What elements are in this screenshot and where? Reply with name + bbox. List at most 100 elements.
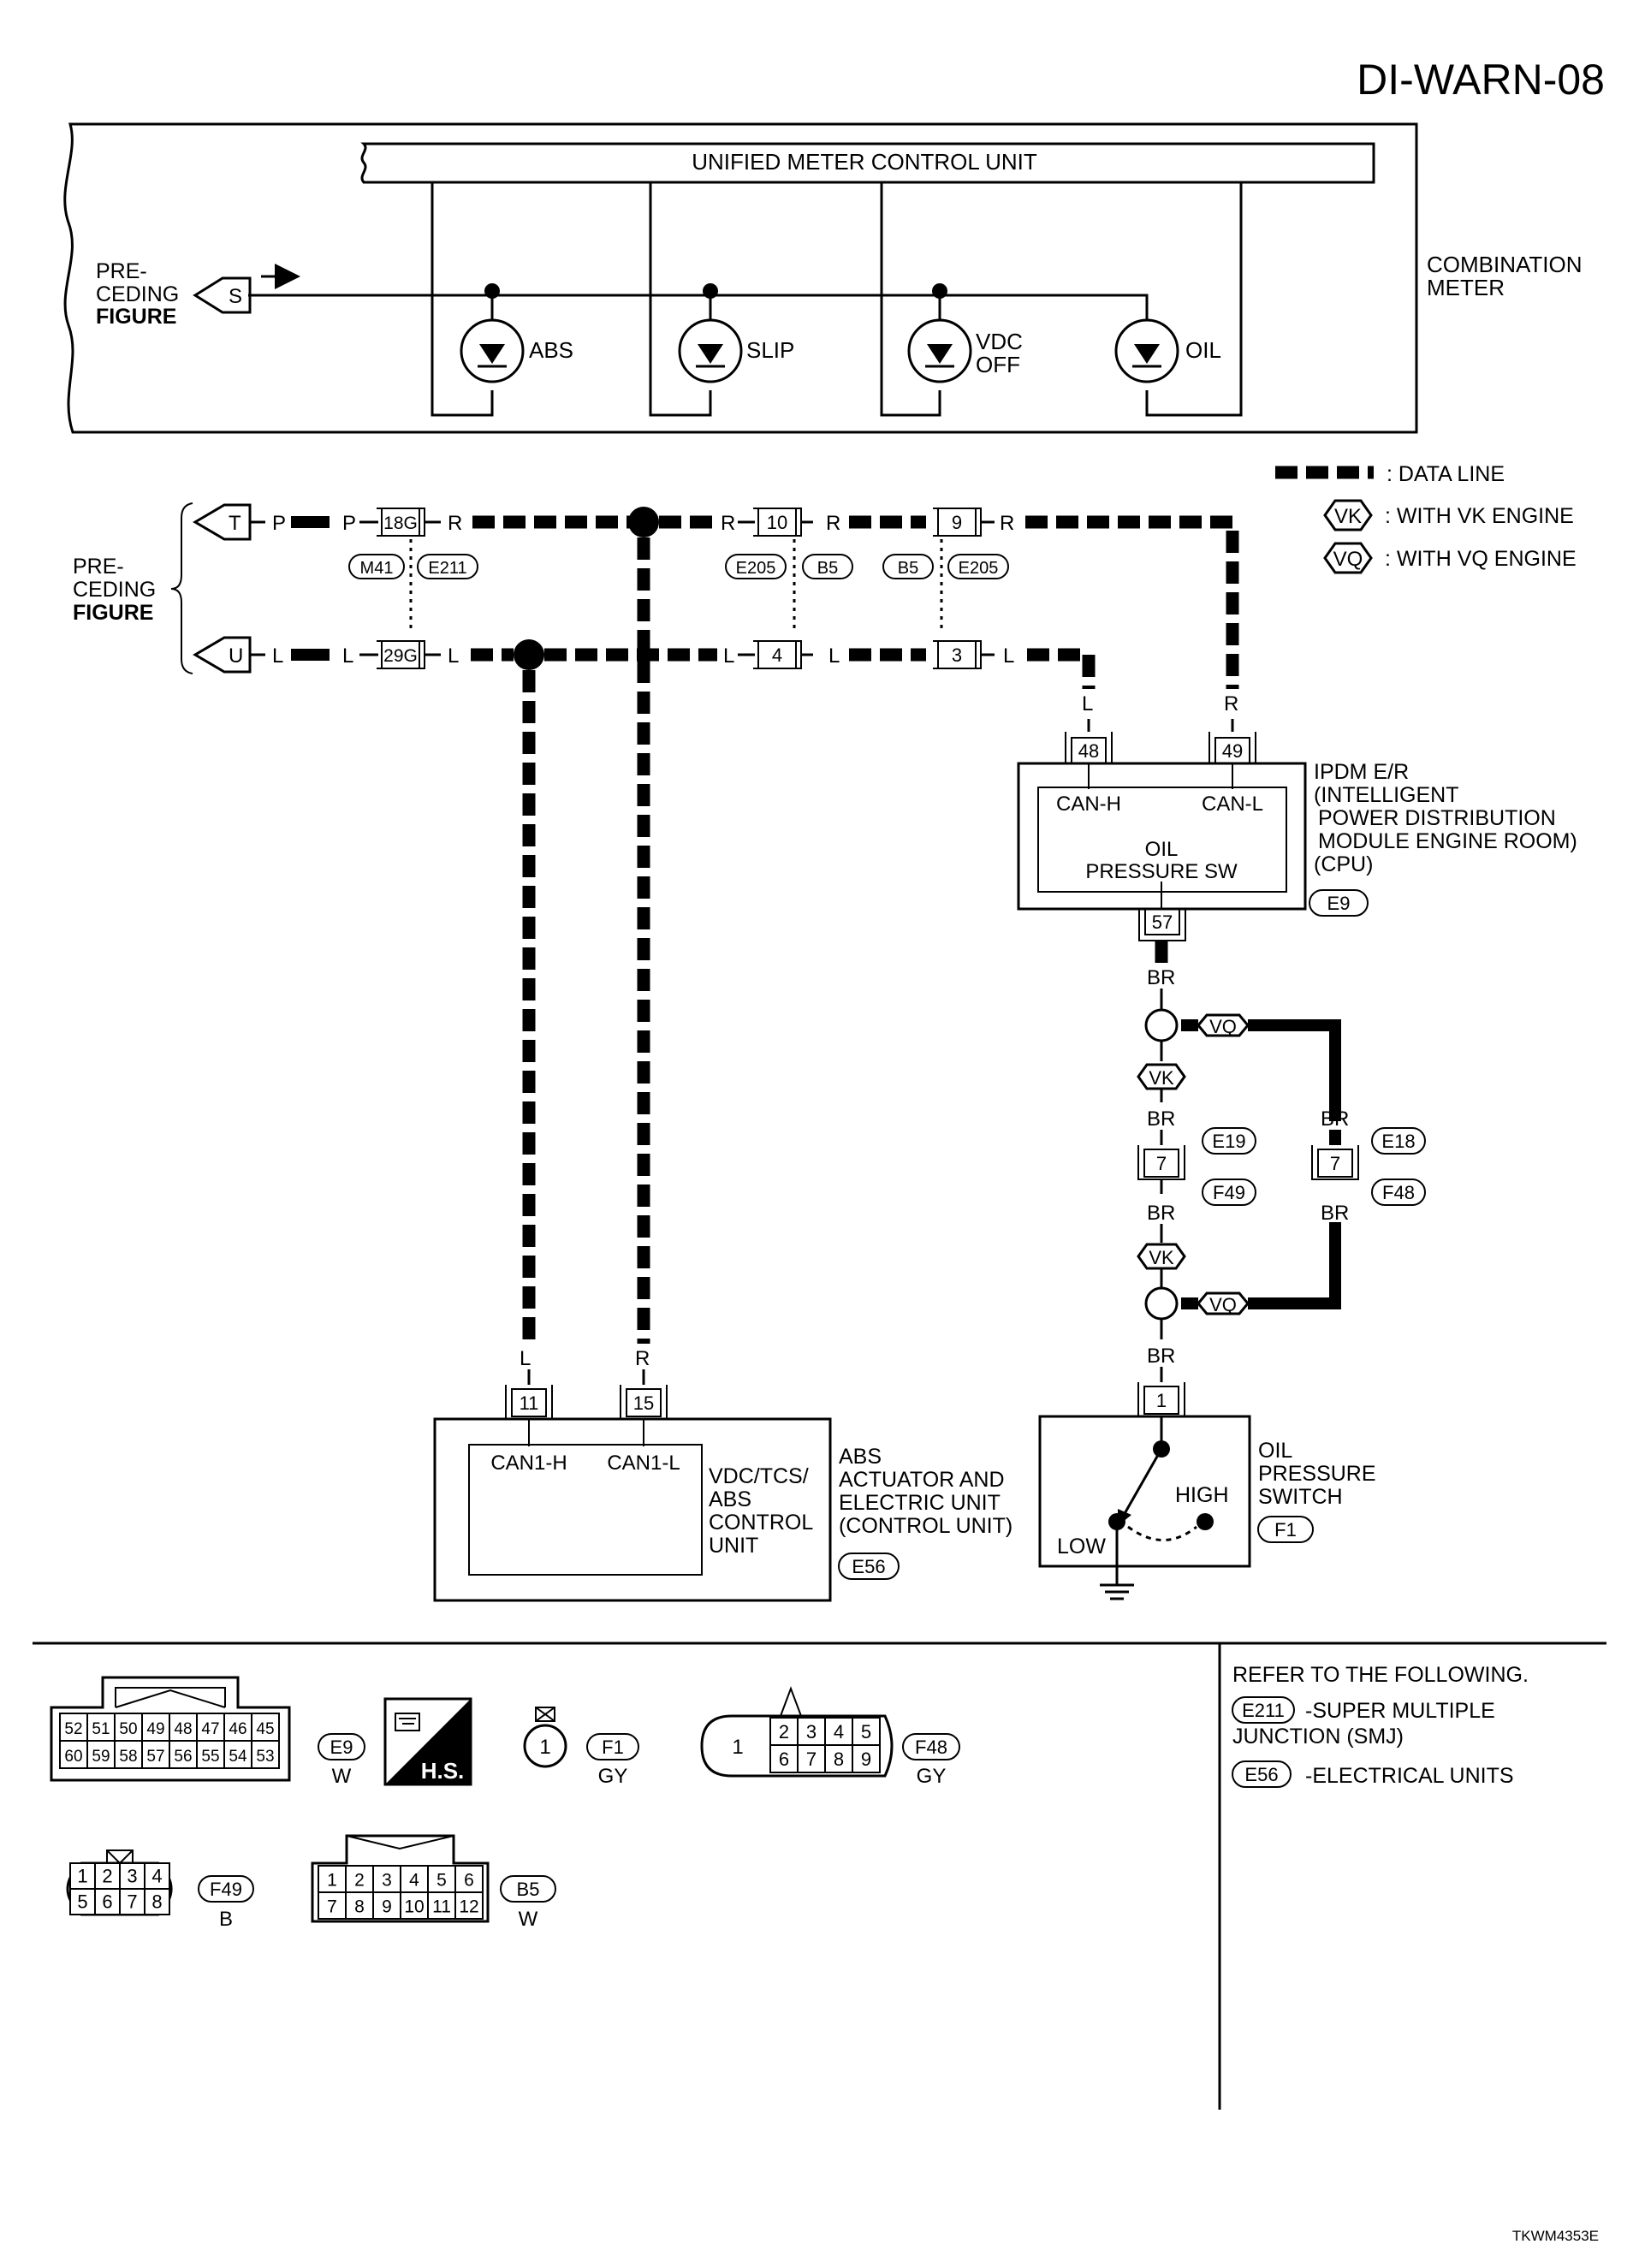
connector-4: 4 xyxy=(753,640,802,669)
connector-pin-label: 2 xyxy=(354,1870,365,1890)
wire-l-2: L xyxy=(342,644,353,668)
combination-meter-label-2: METER xyxy=(1427,275,1505,300)
svg-text:4: 4 xyxy=(772,644,782,666)
connector-pin-label: 1 xyxy=(77,1866,87,1887)
connector-pin-label: 2 xyxy=(102,1866,112,1887)
abs-label-1: ABS xyxy=(839,1445,882,1469)
connector-pin-label: 46 xyxy=(229,1720,246,1738)
connector-pin-label: 12 xyxy=(459,1897,478,1916)
svg-text:E205: E205 xyxy=(959,559,999,578)
svg-text:1: 1 xyxy=(1156,1390,1167,1411)
abs-inner-1: VDC/TCS/ xyxy=(709,1464,809,1488)
svg-text:48: 48 xyxy=(1078,740,1099,762)
connector-pin-label: 4 xyxy=(834,1721,844,1743)
svg-text:F49: F49 xyxy=(210,1879,242,1900)
ipdm-oil-sw-2: PRESSURE SW xyxy=(1085,860,1238,883)
connector-pin xyxy=(852,1744,881,1773)
br-wire-chain: BR VQ VK BR 7 E19 F49 BR VK VQ BR xyxy=(1137,941,1426,1382)
connector-pin-label: 54 xyxy=(229,1748,247,1766)
svg-text:15: 15 xyxy=(633,1392,654,1414)
abs-label-2: ACTUATOR AND xyxy=(839,1468,1005,1492)
svg-text:VK: VK xyxy=(1149,1247,1174,1268)
svg-text:3: 3 xyxy=(952,644,962,666)
svg-text:F1: F1 xyxy=(602,1737,624,1758)
svg-text:H.S.: H.S. xyxy=(421,1758,465,1784)
connector-pin-label: 6 xyxy=(779,1748,789,1770)
connector-pin-label: 49 xyxy=(146,1720,164,1738)
connector-pin-label: 59 xyxy=(92,1748,110,1766)
svg-text:L: L xyxy=(520,1347,531,1370)
refer-list: REFER TO THE FOLLOWING. E211 -SUPER MULT… xyxy=(1232,1663,1529,1788)
connector-pin xyxy=(797,1717,826,1746)
preceding-tu-label-3: FIGURE xyxy=(73,601,153,625)
connector-pin-label: 4 xyxy=(151,1866,162,1887)
wire-l-5: L xyxy=(828,644,840,668)
svg-text:1: 1 xyxy=(539,1736,550,1759)
connector-pin-label: 3 xyxy=(127,1866,137,1887)
wire-r-2: R xyxy=(721,512,735,535)
connector-pin-label: 48 xyxy=(174,1720,192,1738)
combination-meter: UNIFIED METER CONTROL UNIT COMBINATION M… xyxy=(63,122,1583,434)
svg-text:GY: GY xyxy=(917,1765,947,1788)
wire-l-4: L xyxy=(723,644,734,668)
preceding-arrow-s: S xyxy=(193,276,252,314)
connector-pin xyxy=(427,1891,456,1920)
oil-lamp-label: OIL xyxy=(1185,337,1221,363)
connector-10: 10 xyxy=(753,508,802,537)
abs-can1-h: CAN1-H xyxy=(490,1452,567,1475)
connector-pin xyxy=(427,1865,456,1893)
svg-text:T: T xyxy=(229,512,241,535)
connector-pin-label: 2 xyxy=(779,1721,789,1743)
connector-pin-label: 7 xyxy=(327,1897,337,1916)
svg-text:E211: E211 xyxy=(1242,1700,1285,1721)
slip-lamp-icon xyxy=(678,318,743,383)
svg-text:10: 10 xyxy=(767,512,787,533)
svg-text:R: R xyxy=(635,1347,650,1370)
svg-text:W: W xyxy=(519,1908,538,1931)
oil-switch-low: LOW xyxy=(1057,1535,1106,1559)
reference-code: TKWM4353E xyxy=(1512,2228,1599,2244)
svg-text:E19: E19 xyxy=(1212,1131,1245,1152)
connector-pin-label: 3 xyxy=(806,1721,817,1743)
preceding-label-1: PRE- xyxy=(96,259,147,283)
connector-9: 9 xyxy=(933,508,982,537)
svg-text:BR: BR xyxy=(1147,1345,1175,1368)
svg-text:7: 7 xyxy=(1156,1153,1167,1174)
abs-lamp-label: ABS xyxy=(529,337,573,363)
svg-text:29G: 29G xyxy=(383,646,418,666)
abs-label-3: ELECTRIC UNIT xyxy=(839,1491,1001,1515)
preceding-tu-label-1: PRE- xyxy=(73,555,124,579)
svg-text:BR: BR xyxy=(1321,1107,1349,1131)
connector-pin xyxy=(345,1865,374,1893)
svg-text:F48: F48 xyxy=(915,1737,947,1758)
svg-text:1: 1 xyxy=(732,1736,743,1759)
refer-item-1-text2: JUNCTION (SMJ) xyxy=(1232,1725,1404,1748)
abs-inner-2: ABS xyxy=(709,1487,751,1511)
legend-vq-tag: VQ xyxy=(1333,548,1363,571)
svg-text:GY: GY xyxy=(598,1765,628,1788)
connector-pin-label: 6 xyxy=(102,1891,112,1913)
wire-p-1: P xyxy=(272,512,286,535)
refer-item-1-text: -SUPER MULTIPLE xyxy=(1305,1699,1495,1723)
connector-pin-label: 51 xyxy=(92,1720,110,1738)
abs-can1-l: CAN1-L xyxy=(607,1452,680,1475)
svg-text:57: 57 xyxy=(1152,911,1173,933)
hs-icon: H.S. xyxy=(383,1697,472,1786)
connector-pin xyxy=(196,1713,225,1742)
connector-pin-label: 50 xyxy=(119,1720,137,1738)
abs-inner-3: CONTROL xyxy=(709,1511,813,1535)
svg-text:VK: VK xyxy=(1149,1067,1174,1089)
abs-inner-4: UNIT xyxy=(709,1534,758,1558)
page-id: DI-WARN-08 xyxy=(1357,56,1605,104)
abs-actuator-unit: L R 11 15 CAN1-H CAN1-L VDC/TCS/ ABS CON… xyxy=(433,1347,1012,1602)
ipdm-label-5: (CPU) xyxy=(1314,852,1373,876)
connector-pin xyxy=(852,1717,881,1746)
legend-data-line: : DATA LINE xyxy=(1387,462,1505,486)
wire-r-1: R xyxy=(448,512,462,535)
refer-title: REFER TO THE FOLLOWING. xyxy=(1232,1663,1529,1687)
ipdm-label-2: (INTELLIGENT xyxy=(1314,783,1458,807)
connector-pin-label: 57 xyxy=(146,1748,164,1766)
oil-pressure-switch: 1 HIGH LOW OIL PRESSURE SWITCH F1 xyxy=(1038,1382,1376,1600)
abs-lamp-icon xyxy=(460,318,525,383)
